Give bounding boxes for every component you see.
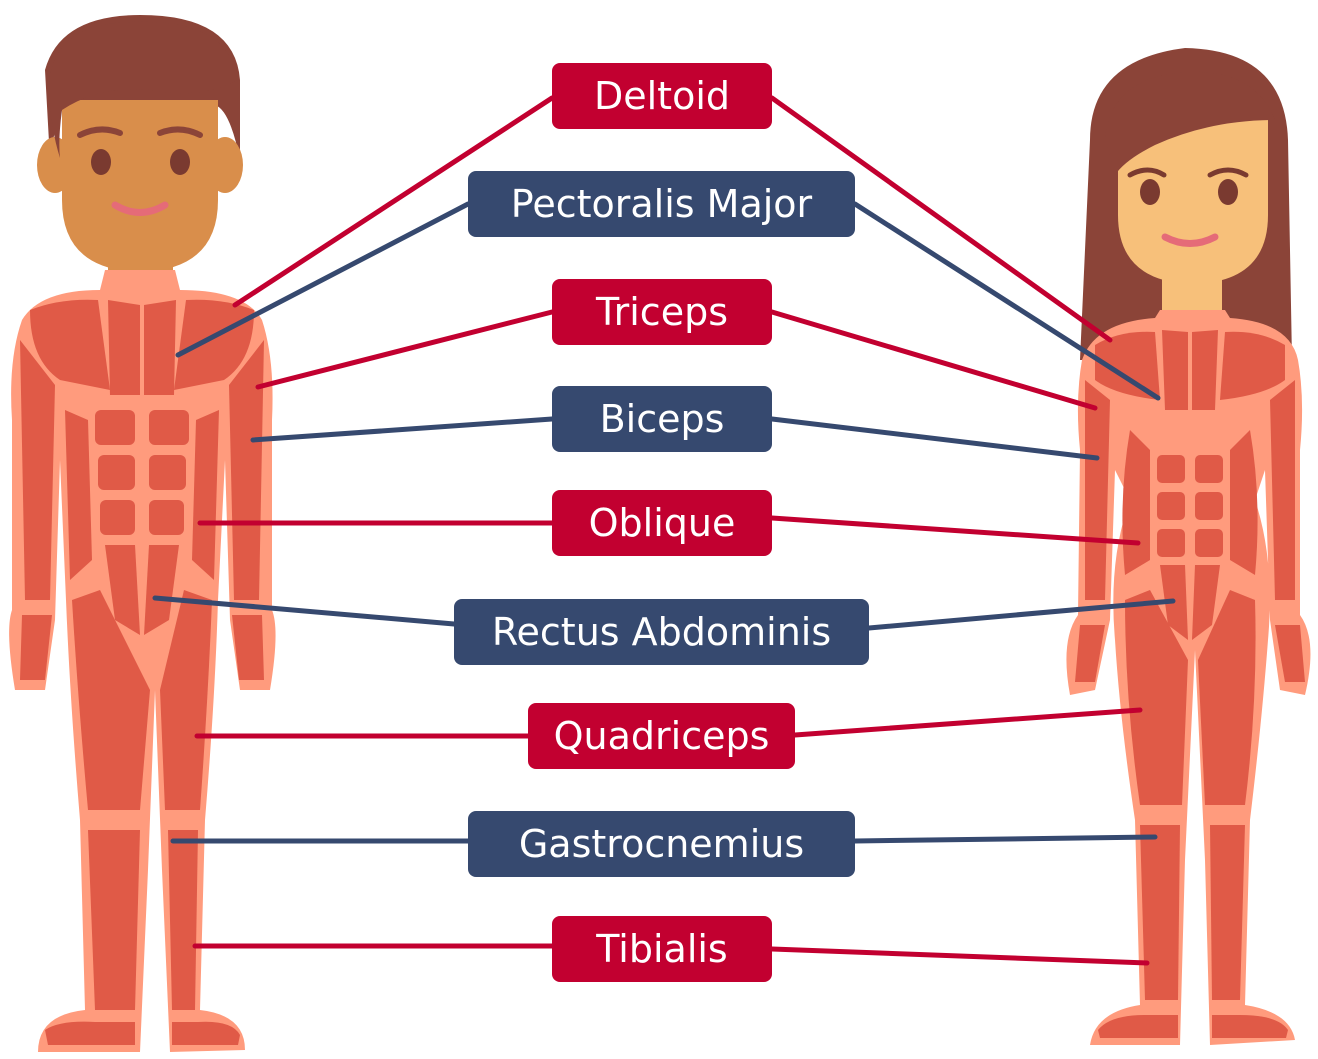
- connector-biceps-left: [253, 419, 552, 440]
- connector-tibialis-right: [772, 949, 1147, 963]
- label-gastrocnemius: Gastrocnemius: [468, 811, 855, 877]
- connector-pectoralis-left: [178, 204, 468, 355]
- connector-gastrocnemius-right: [855, 837, 1155, 841]
- connector-biceps-right: [772, 419, 1097, 458]
- label-biceps: Biceps: [552, 386, 772, 452]
- connector-triceps-left: [258, 312, 552, 387]
- label-triceps: Triceps: [552, 279, 772, 345]
- label-pectoralis-major: Pectoralis Major: [468, 171, 855, 237]
- label-oblique: Oblique: [552, 490, 772, 556]
- label-deltoid: Deltoid: [552, 63, 772, 129]
- connector-quadriceps-right: [795, 710, 1140, 735]
- female-figure: [1066, 48, 1310, 1045]
- male-figure: [9, 15, 275, 1052]
- label-rectus-abdominis: Rectus Abdominis: [454, 599, 869, 665]
- label-quadriceps: Quadriceps: [528, 703, 795, 769]
- label-tibialis: Tibialis: [552, 916, 772, 982]
